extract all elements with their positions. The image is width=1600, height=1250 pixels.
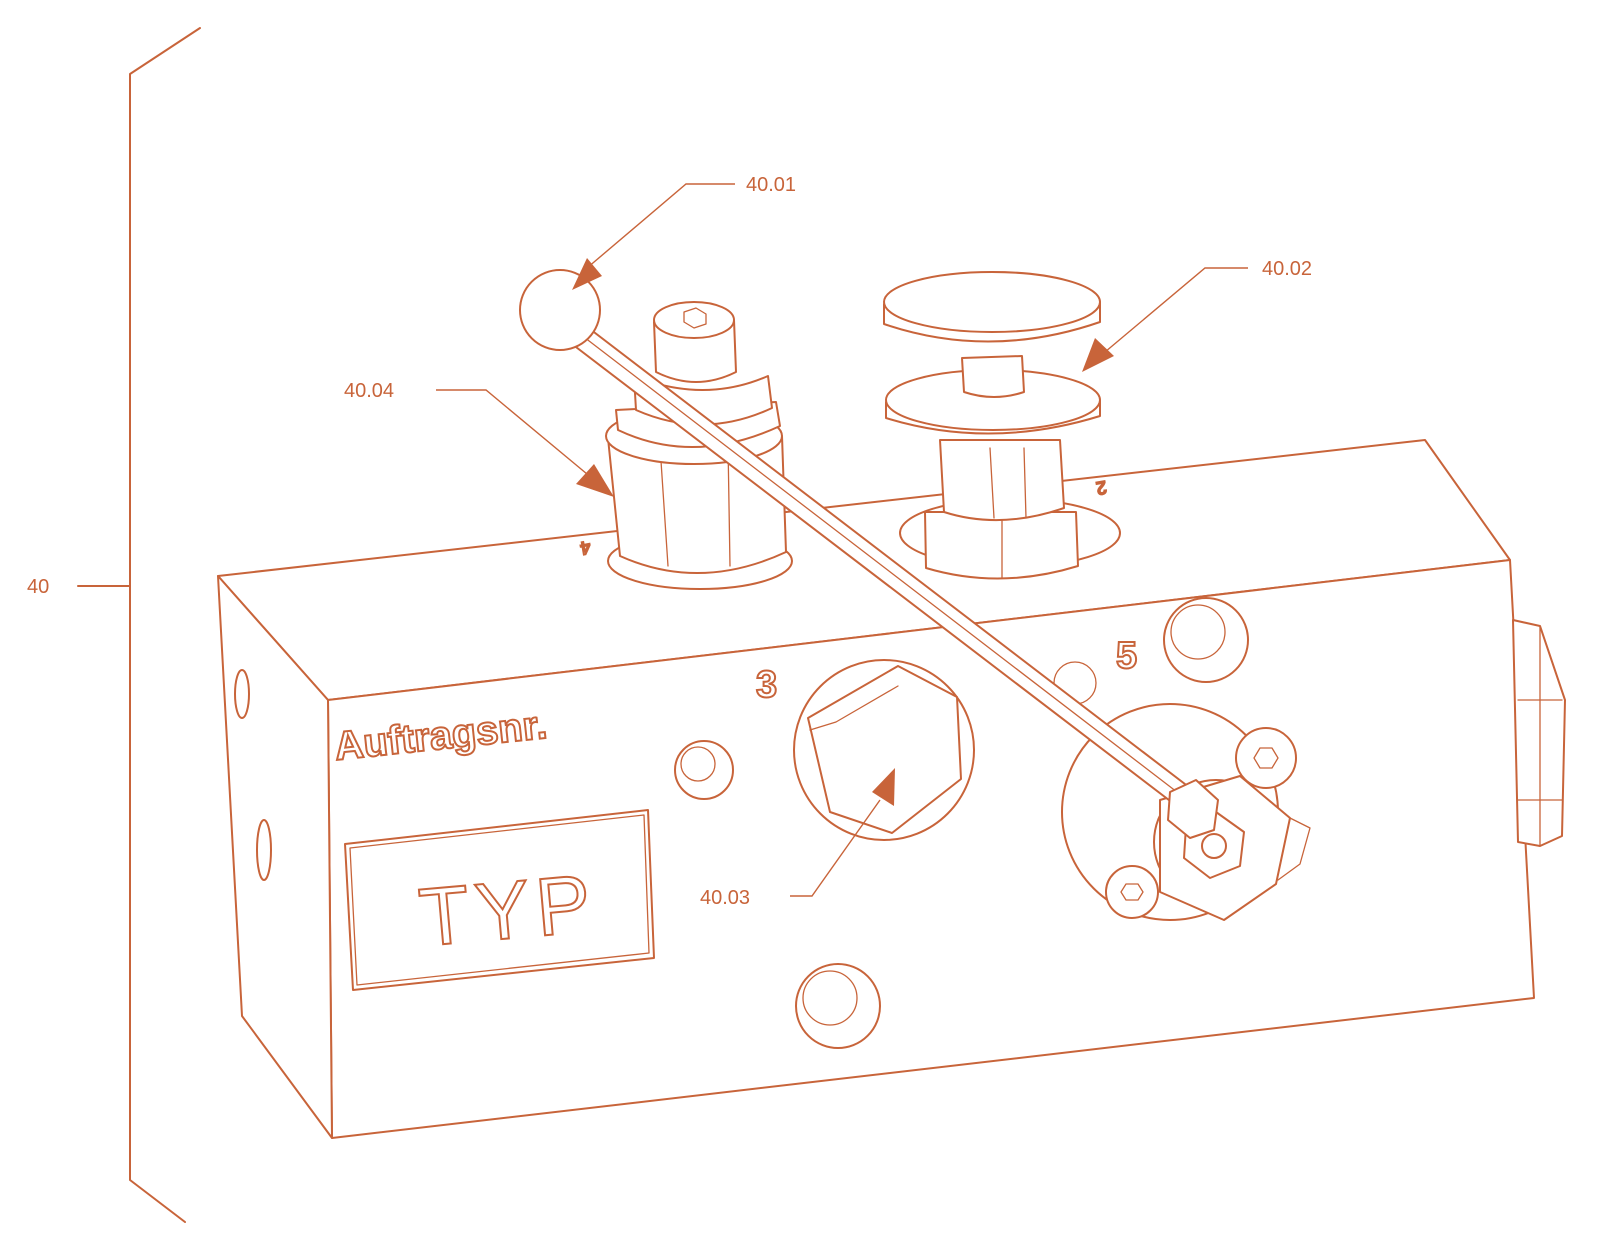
port-label-5: 5 xyxy=(1116,635,1137,677)
fitting-assembly xyxy=(605,301,793,590)
callout-leaders xyxy=(436,183,1248,897)
label-plug-screw: 40.03 xyxy=(700,887,750,909)
port-label-2: 2 xyxy=(1095,477,1108,498)
type-plate xyxy=(344,809,655,991)
valve-block xyxy=(217,439,1566,1139)
push-button-assembly xyxy=(883,271,1121,580)
right-side-fitting xyxy=(1512,619,1566,847)
port-label-4: 4 xyxy=(579,537,592,558)
plug-screw xyxy=(793,659,975,841)
port-label-3: 3 xyxy=(756,664,777,706)
handle-lever xyxy=(519,269,1219,839)
label-handle-ball: 40.01 xyxy=(746,174,796,196)
type-plate-text: TYP xyxy=(416,858,601,964)
label-push-button: 40.02 xyxy=(1262,258,1312,280)
label-assembly: 40 xyxy=(27,576,49,598)
label-fitting: 40.04 xyxy=(344,380,394,402)
assembly-bracket xyxy=(77,27,201,1223)
block-left-face xyxy=(217,575,333,1139)
